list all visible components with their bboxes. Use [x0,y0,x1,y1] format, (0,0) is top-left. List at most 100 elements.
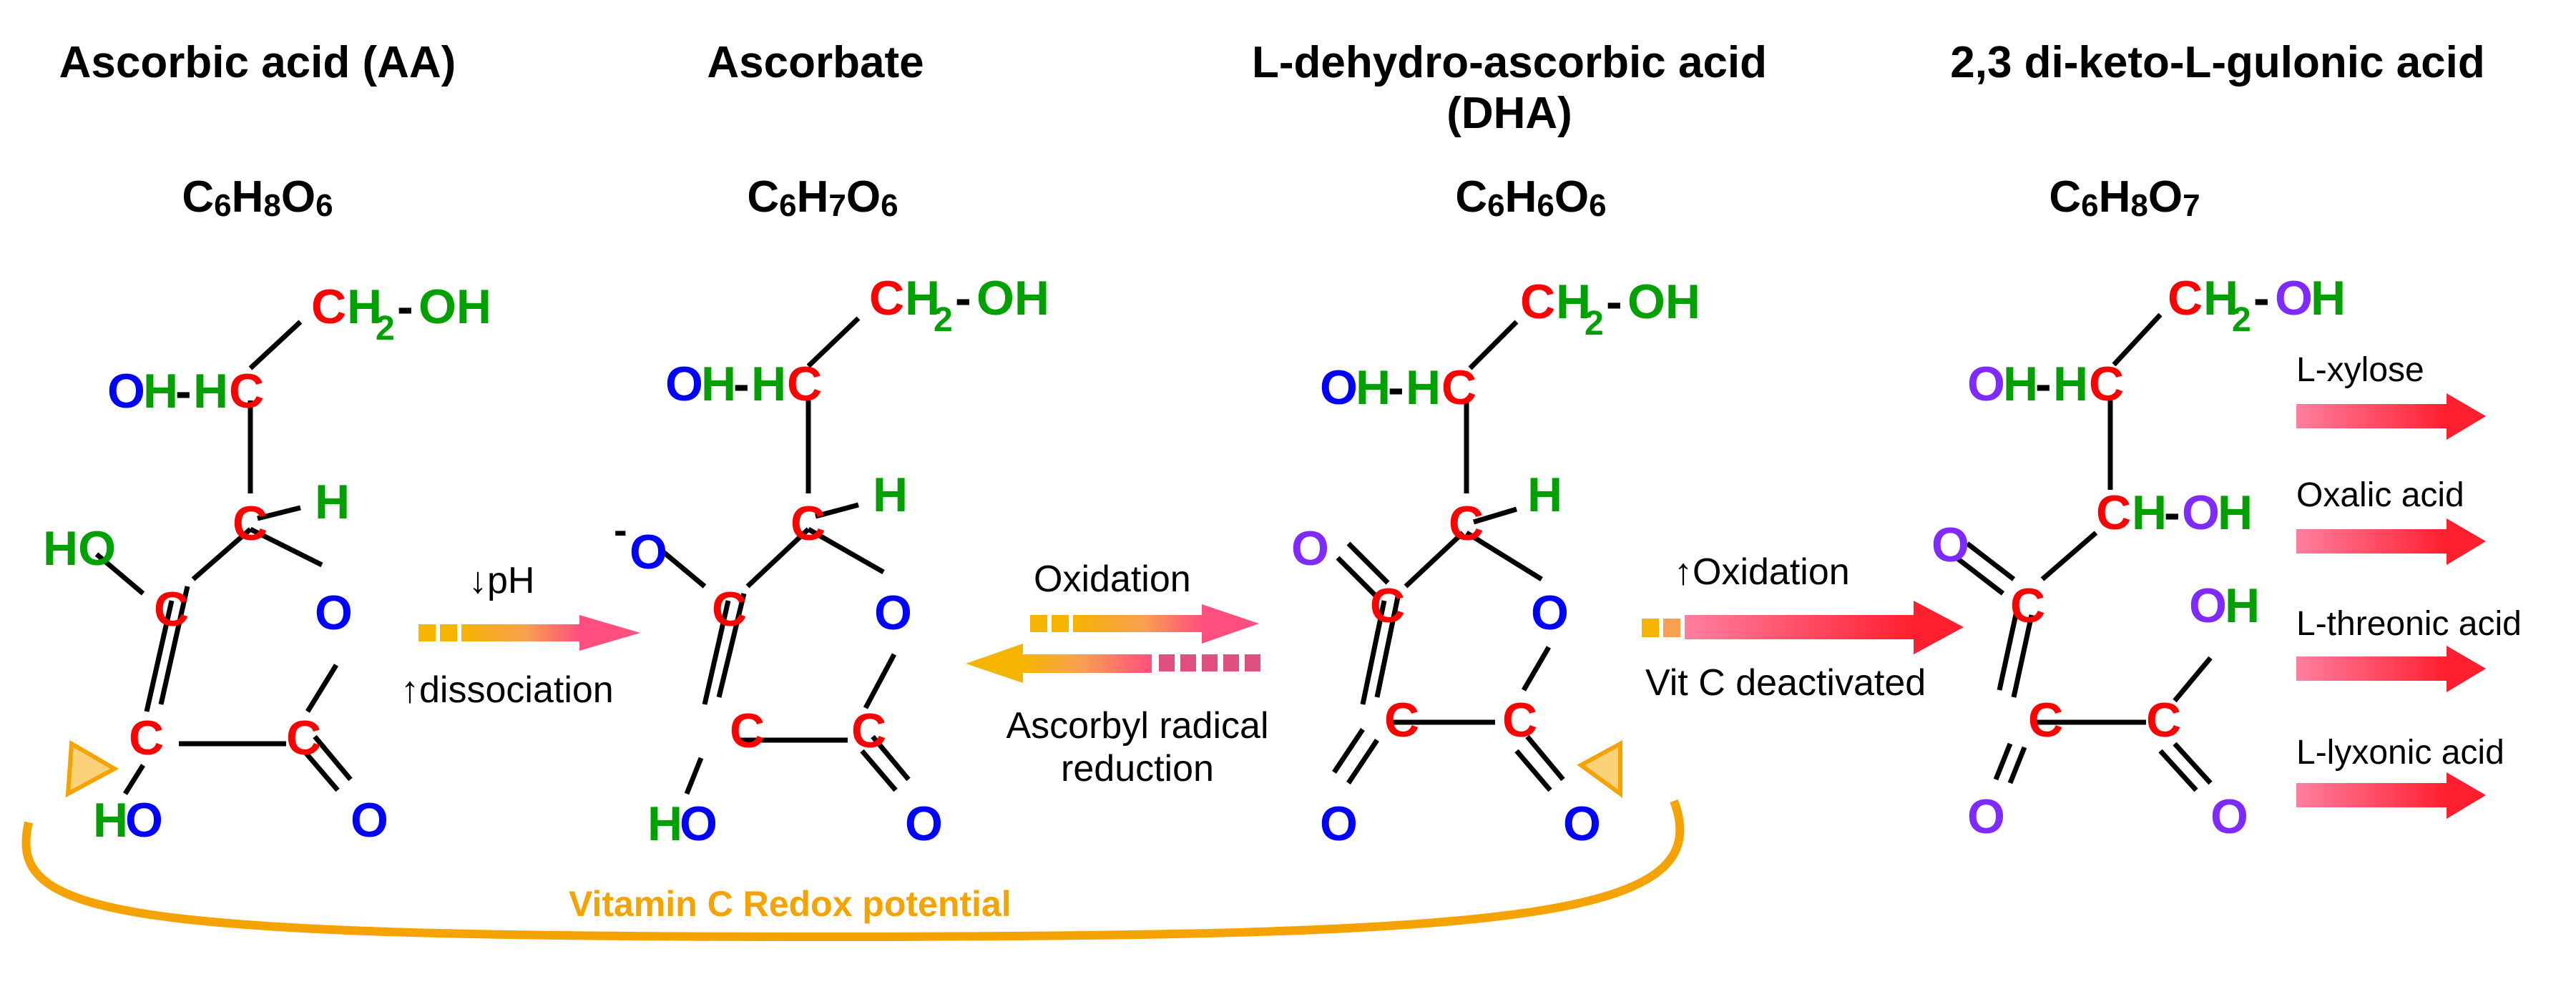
molecule-name-dha-line2: (DHA) [1446,89,1572,138]
product-l-xylose: L-xylose [2296,351,2424,389]
molecule-name-dha-line1: L-dehydro-ascorbic acid [1251,38,1768,87]
svg-text:O: O [1531,586,1569,640]
structure-dha [1332,320,1565,792]
svg-text:C: C [286,711,321,765]
svg-text:H: H [2003,357,2038,411]
svg-text:O: O [315,586,353,640]
arrow-aa-to-ascorbate [418,615,640,651]
svg-text:O: O [2182,486,2220,540]
structure-dkg [1954,313,2213,792]
svg-text:H: H [2225,579,2260,633]
svg-text:H: H [1356,360,1391,415]
svg-text:O: O [2275,271,2313,325]
svg-text:C: C [154,582,189,636]
svg-text:O: O [630,525,667,579]
product-l-lyxonic-acid: L-lyxonic acid [2296,734,2504,772]
svg-text:OH: OH [976,271,1049,325]
svg-text:C: C [787,357,822,411]
molecule-name-dkg: 2,3 di-keto-L-gulonic acid [1950,38,2485,87]
svg-text:-: - [2035,357,2052,411]
molecule-name-aa: Ascorbic acid (AA) [59,38,456,87]
svg-text:C: C [2028,693,2063,747]
svg-text:C: C [2096,486,2131,540]
svg-text:O: O [125,793,163,847]
svg-text:H: H [2132,486,2167,540]
svg-text:C: C [229,364,264,418]
svg-text:O: O [905,797,943,851]
svg-text:2: 2 [934,301,953,339]
svg-text:H: H [93,793,128,847]
redox-cycle-arrow [21,739,1685,942]
svg-text:HO: HO [43,521,116,576]
molecule-name-dha: L-dehydro-ascorbic acid (DHA) [1202,37,1817,139]
svg-text:C: C [869,271,904,325]
svg-text:C: C [129,711,164,765]
svg-text:O: O [1291,521,1329,576]
formula-aa: C6H8O6 [182,172,333,223]
label-up-oxidation: ↑Oxidation [1674,551,1850,593]
svg-text:O: O [351,793,388,847]
label-vitc-deactivated: Vit C deactivated [1645,662,1926,704]
svg-text:-: - [2164,486,2180,540]
svg-text:H: H [315,475,350,529]
svg-text:-: - [1388,360,1404,415]
svg-text:C: C [1441,360,1476,415]
svg-text:2: 2 [2232,301,2251,339]
svg-text:H: H [2203,271,2238,325]
svg-text:C: C [2146,693,2181,747]
svg-text:C: C [730,704,765,758]
label-redox-potential: Vitamin C Redox potential [569,884,1012,924]
formula-dkg: C6H8O7 [2049,172,2200,223]
product-oxalic-acid: Oxalic acid [2296,476,2464,514]
svg-text:H: H [873,468,908,522]
svg-text:C: C [2089,357,2124,411]
molecule-name-ascorbate: Ascorbate [707,38,924,87]
svg-text:H: H [193,364,228,418]
structure-ascorbic-acid [94,320,353,795]
svg-text:C: C [1520,275,1555,329]
arrow-dha-to-dkg [1642,601,1964,654]
arrow-reduction-left [966,644,1260,683]
svg-text:H: H [751,357,786,411]
svg-text:O: O [1563,797,1601,851]
svg-text:C: C [1449,496,1484,551]
svg-text:O: O [1967,789,2005,844]
svg-text:C: C [712,582,747,636]
svg-text:O: O [874,586,912,640]
svg-text:H: H [647,797,682,851]
svg-text:O: O [1320,797,1358,851]
svg-text:H: H [1406,360,1441,415]
svg-text:C: C [311,280,346,334]
svg-text:H: H [905,271,940,325]
svg-text:O: O [1320,360,1358,415]
svg-text:C: C [1502,693,1537,747]
svg-text:O: O [1967,357,2005,411]
svg-text:H: H [347,280,382,334]
product-arrows [2296,393,2486,819]
svg-text:C: C [1370,579,1405,633]
svg-text:-: - [614,507,627,552]
label-oxidation: Oxidation [1034,558,1191,600]
structure-ascorbate [660,316,911,795]
arrow-oxidation-right [1030,604,1259,644]
svg-text:OH: OH [1627,275,1700,329]
svg-text:H: H [1556,275,1591,329]
svg-text:C: C [232,496,268,551]
svg-text:-: - [955,271,971,325]
product-l-threonic-acid: L-threonic acid [2296,605,2522,643]
svg-text:-: - [397,280,413,334]
svg-text:H: H [701,357,736,411]
label-dissociation: ↑dissociation [401,669,614,711]
svg-text:-: - [2253,271,2270,325]
label-ascorbyl-radical: Ascorbyl radical [1006,705,1269,747]
label-ascorbyl-reduction: Ascorbyl radical reduction [984,704,1291,790]
label-reduction: reduction [1061,748,1214,789]
formula-ascorbate: C6H7O6 [747,172,898,223]
svg-text:C: C [2010,579,2045,633]
svg-text:O: O [2189,579,2227,633]
svg-text:-: - [733,357,750,411]
